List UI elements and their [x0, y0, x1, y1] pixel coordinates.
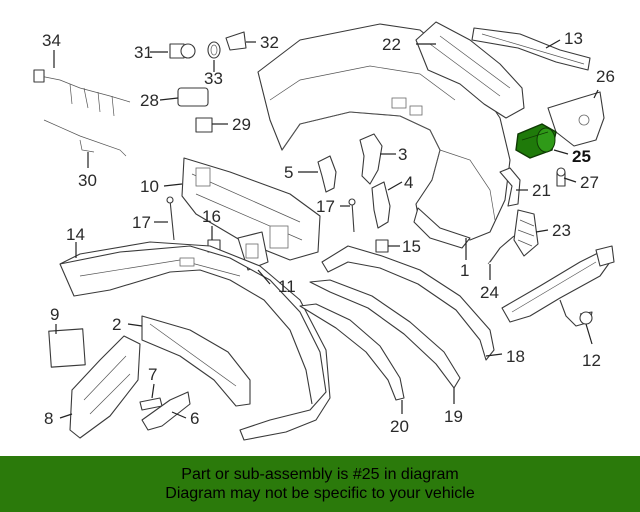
callout-6[interactable]: 6 — [190, 409, 199, 428]
callout-17-left[interactable]: 17 — [132, 213, 151, 232]
callout-22[interactable]: 22 — [382, 35, 401, 54]
part-17-rods — [166, 196, 356, 241]
callout-16[interactable]: 16 — [202, 207, 221, 226]
callout-13[interactable]: 13 — [564, 29, 583, 48]
part-10-impact-absorber — [181, 157, 321, 261]
part-18-trim — [321, 245, 495, 361]
part-29-clip — [195, 117, 213, 133]
part-19-trim — [309, 279, 461, 389]
part-20-trim — [299, 303, 405, 401]
part-6-bracket — [141, 391, 191, 431]
part-25-parking-sensor — [515, 123, 557, 159]
part-24-rod — [487, 235, 515, 265]
callout-34[interactable]: 34 — [42, 31, 61, 50]
part-13-trim-strip — [471, 27, 591, 71]
part-27-pin — [556, 167, 566, 187]
callout-19[interactable]: 19 — [444, 407, 463, 426]
callout-3[interactable]: 3 — [398, 145, 407, 164]
part-32-bracket — [225, 31, 247, 51]
callout-27[interactable]: 27 — [580, 173, 599, 192]
part-31-sensor — [169, 43, 196, 59]
part-9-plate — [48, 328, 86, 368]
callout-7[interactable]: 7 — [148, 365, 157, 384]
callout-5[interactable]: 5 — [284, 163, 293, 182]
callout-14[interactable]: 14 — [66, 225, 85, 244]
part-5-bracket — [317, 155, 337, 193]
callout-4[interactable]: 4 — [404, 173, 413, 192]
part-8-bracket — [69, 335, 141, 439]
exploded-parts-diagram: 34 31 32 33 28 29 30 10 5 3 4 17 17 16 1… — [33, 21, 615, 441]
part-15-clip — [375, 239, 389, 253]
callout-26[interactable]: 26 — [596, 67, 615, 86]
callout-29[interactable]: 29 — [232, 115, 251, 134]
part-22-inner-bracket — [415, 21, 525, 119]
part-30-cable — [43, 119, 127, 157]
callout-23[interactable]: 23 — [552, 221, 571, 240]
part-3-bracket — [359, 133, 383, 185]
callout-10[interactable]: 10 — [140, 177, 159, 196]
callout-2[interactable]: 2 — [112, 315, 121, 334]
part-33-ring — [207, 41, 221, 59]
vehicle-fitment-banner: Part or sub-assembly is #25 in diagram D… — [0, 456, 640, 512]
callout-1[interactable]: 1 — [460, 261, 469, 280]
callout-28[interactable]: 28 — [140, 91, 159, 110]
part-4-bracket — [371, 181, 391, 229]
callout-labels: 34 31 32 33 28 29 30 10 5 3 4 17 17 16 1… — [42, 29, 615, 436]
part-21-bracket — [499, 167, 521, 207]
part-1-side-bracket — [413, 207, 471, 249]
callout-18[interactable]: 18 — [506, 347, 525, 366]
part-26-bracket — [547, 91, 605, 147]
callout-31[interactable]: 31 — [134, 43, 153, 62]
part-28-cover — [177, 87, 209, 107]
callout-24[interactable]: 24 — [480, 283, 499, 302]
callout-25-highlighted[interactable]: 25 — [572, 147, 591, 166]
callout-33[interactable]: 33 — [204, 69, 223, 88]
callout-15[interactable]: 15 — [402, 237, 421, 256]
part-34-wire-harness — [33, 69, 131, 117]
callout-9[interactable]: 9 — [50, 305, 59, 324]
callout-11[interactable]: 11 — [278, 277, 296, 296]
banner-line-1: Part or sub-assembly is #25 in diagram — [181, 466, 459, 483]
part-23-reflector — [513, 209, 539, 257]
callout-17-right[interactable]: 17 — [316, 197, 335, 216]
leader-lines — [53, 39, 599, 419]
callout-30[interactable]: 30 — [78, 171, 97, 190]
part-12-tow-hitch — [501, 245, 615, 327]
callout-20[interactable]: 20 — [390, 417, 409, 436]
part-2-lower-absorber — [141, 315, 251, 407]
callout-32[interactable]: 32 — [260, 33, 279, 52]
callout-8[interactable]: 8 — [44, 409, 53, 428]
banner-line-2: Diagram may not be specific to your vehi… — [165, 485, 475, 502]
callout-12[interactable]: 12 — [582, 351, 601, 370]
callout-21[interactable]: 21 — [532, 181, 551, 200]
